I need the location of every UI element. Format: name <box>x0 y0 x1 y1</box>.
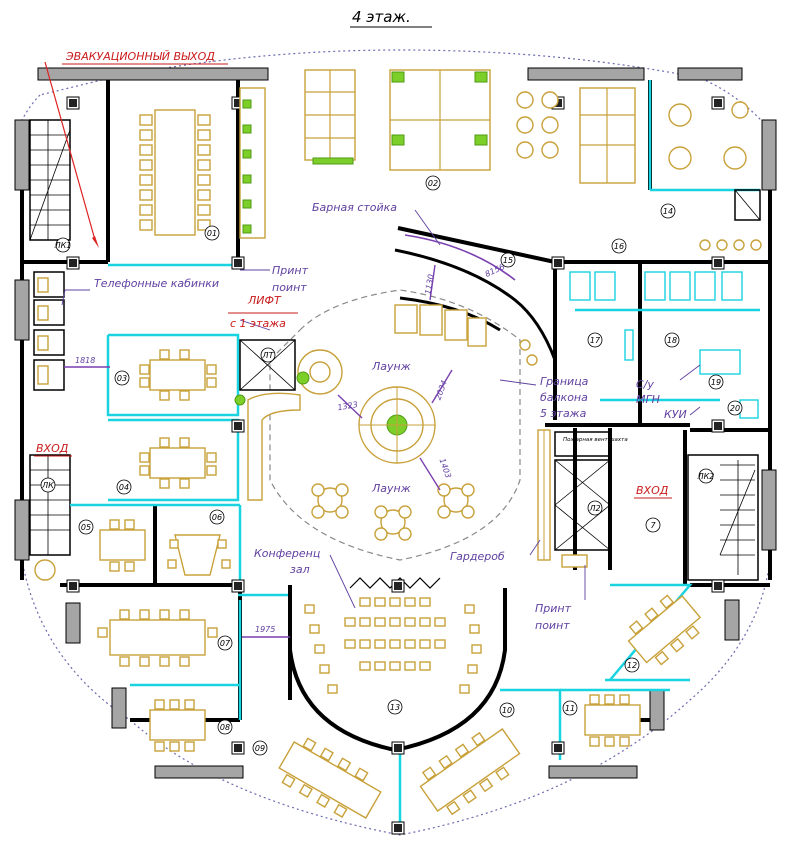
facade-outline <box>21 49 771 836</box>
svg-text:1818: 1818 <box>75 356 95 365</box>
meeting-table-09 <box>278 737 382 819</box>
left-stair <box>29 119 71 241</box>
print-point-top-2: поинт <box>272 281 307 294</box>
bar-counter-label: Барная стойка <box>312 201 397 214</box>
room-05-furniture <box>34 519 146 581</box>
toilet-block <box>569 271 759 419</box>
svg-text:10: 10 <box>502 706 512 715</box>
conference-label-2: зал <box>290 563 310 576</box>
meeting-table-08 <box>149 699 206 752</box>
meeting-table-03 <box>139 349 217 401</box>
floor-title: 4 этаж. <box>352 8 411 26</box>
print-point-bottom-1: Принт <box>535 602 572 615</box>
svg-text:17: 17 <box>590 336 601 345</box>
su-mgn-label-2: МГН <box>636 393 660 406</box>
balcony-label-2: балкона <box>540 391 588 404</box>
conference-label-1: Конференц <box>254 547 320 560</box>
svg-text:2034: 2034 <box>434 379 449 401</box>
meeting-table-07 <box>97 609 218 667</box>
bar-seating <box>394 239 762 366</box>
bar-dimension-arc <box>404 234 516 281</box>
svg-text:11: 11 <box>565 704 575 713</box>
room-14-tables <box>668 101 749 170</box>
lounge-round-sofa <box>234 349 436 501</box>
svg-text:ЛТ: ЛТ <box>262 351 275 360</box>
phone-booths <box>33 271 65 391</box>
plant-column <box>239 87 266 239</box>
lift-label-2: с 1 этажа <box>230 317 286 330</box>
bar-curve <box>394 248 557 361</box>
structural-columns <box>66 96 725 835</box>
su-mgn-label-1: С/у <box>636 378 654 391</box>
svg-text:16: 16 <box>614 242 624 251</box>
fire-shaft-label: Пожарная вент.шахта <box>563 437 628 443</box>
svg-text:1403: 1403 <box>437 457 452 479</box>
svg-text:09: 09 <box>255 744 265 753</box>
svg-text:1130: 1130 <box>423 274 435 296</box>
open-space-02 <box>304 69 636 184</box>
annotation-leaders <box>44 61 701 609</box>
svg-text:12: 12 <box>627 661 637 670</box>
room-06-furniture <box>167 534 231 576</box>
svg-text:13: 13 <box>390 703 400 712</box>
lift-label-1: ЛИФТ <box>247 294 282 307</box>
svg-text:Л2: Л2 <box>588 504 600 513</box>
left-lower-stair <box>29 454 71 556</box>
print-point-bottom-2: поинт <box>535 619 570 632</box>
meeting-table-04 <box>139 437 217 489</box>
balcony-boundary <box>269 289 521 561</box>
svg-text:19: 19 <box>711 378 721 387</box>
svg-text:15: 15 <box>503 256 513 265</box>
lounge-top-label: Лаунж <box>371 360 411 373</box>
entrance-right-label: ВХОД <box>636 484 669 497</box>
conference-seating <box>304 597 482 694</box>
meeting-table-01 <box>139 109 211 236</box>
svg-text:06: 06 <box>212 513 222 522</box>
svg-text:07: 07 <box>220 639 231 648</box>
lounge-armchairs <box>311 483 475 541</box>
outer-walls <box>14 67 777 779</box>
phone-booths-label: Телефонные кабинки <box>94 277 219 290</box>
meeting-table-10 <box>419 728 521 816</box>
entrance-left-label: ВХОД <box>36 442 69 455</box>
svg-text:ЛК1: ЛК1 <box>54 241 72 250</box>
svg-text:05: 05 <box>81 523 91 532</box>
wardrobe-label: Гардероб <box>450 550 505 563</box>
lift-core <box>239 189 761 551</box>
meeting-table-12 <box>627 594 702 666</box>
evacuation-exit-label: ЭВАКУАЦИОННЫЙ ВЫХОД <box>65 50 215 63</box>
svg-text:1975: 1975 <box>255 625 275 634</box>
svg-text:03: 03 <box>117 374 127 383</box>
meeting-table-11 <box>584 694 641 747</box>
svg-text:7: 7 <box>650 521 656 530</box>
svg-text:18: 18 <box>667 336 677 345</box>
svg-text:14: 14 <box>663 207 673 216</box>
room-numbers: 01 02 03 04 05 06 07 08 09 10 11 12 13 1… <box>40 175 743 756</box>
svg-text:04: 04 <box>119 483 129 492</box>
svg-text:ЛК: ЛК <box>41 481 54 490</box>
lounge-bottom-label: Лаунж <box>371 482 411 495</box>
svg-text:8156: 8156 <box>484 262 506 279</box>
svg-text:1323: 1323 <box>337 400 359 412</box>
balcony-label-1: Граница <box>540 375 589 388</box>
svg-text:ЛК2: ЛК2 <box>697 472 715 481</box>
svg-text:08: 08 <box>220 723 230 732</box>
svg-text:02: 02 <box>428 179 438 188</box>
kui-label: КУИ <box>664 408 687 421</box>
print-point-top-1: Принт <box>272 264 309 277</box>
svg-text:20: 20 <box>730 404 740 413</box>
balcony-label-3: 5 этажа <box>540 407 587 420</box>
wardrobe-rack <box>537 429 588 568</box>
svg-text:01: 01 <box>207 229 217 238</box>
